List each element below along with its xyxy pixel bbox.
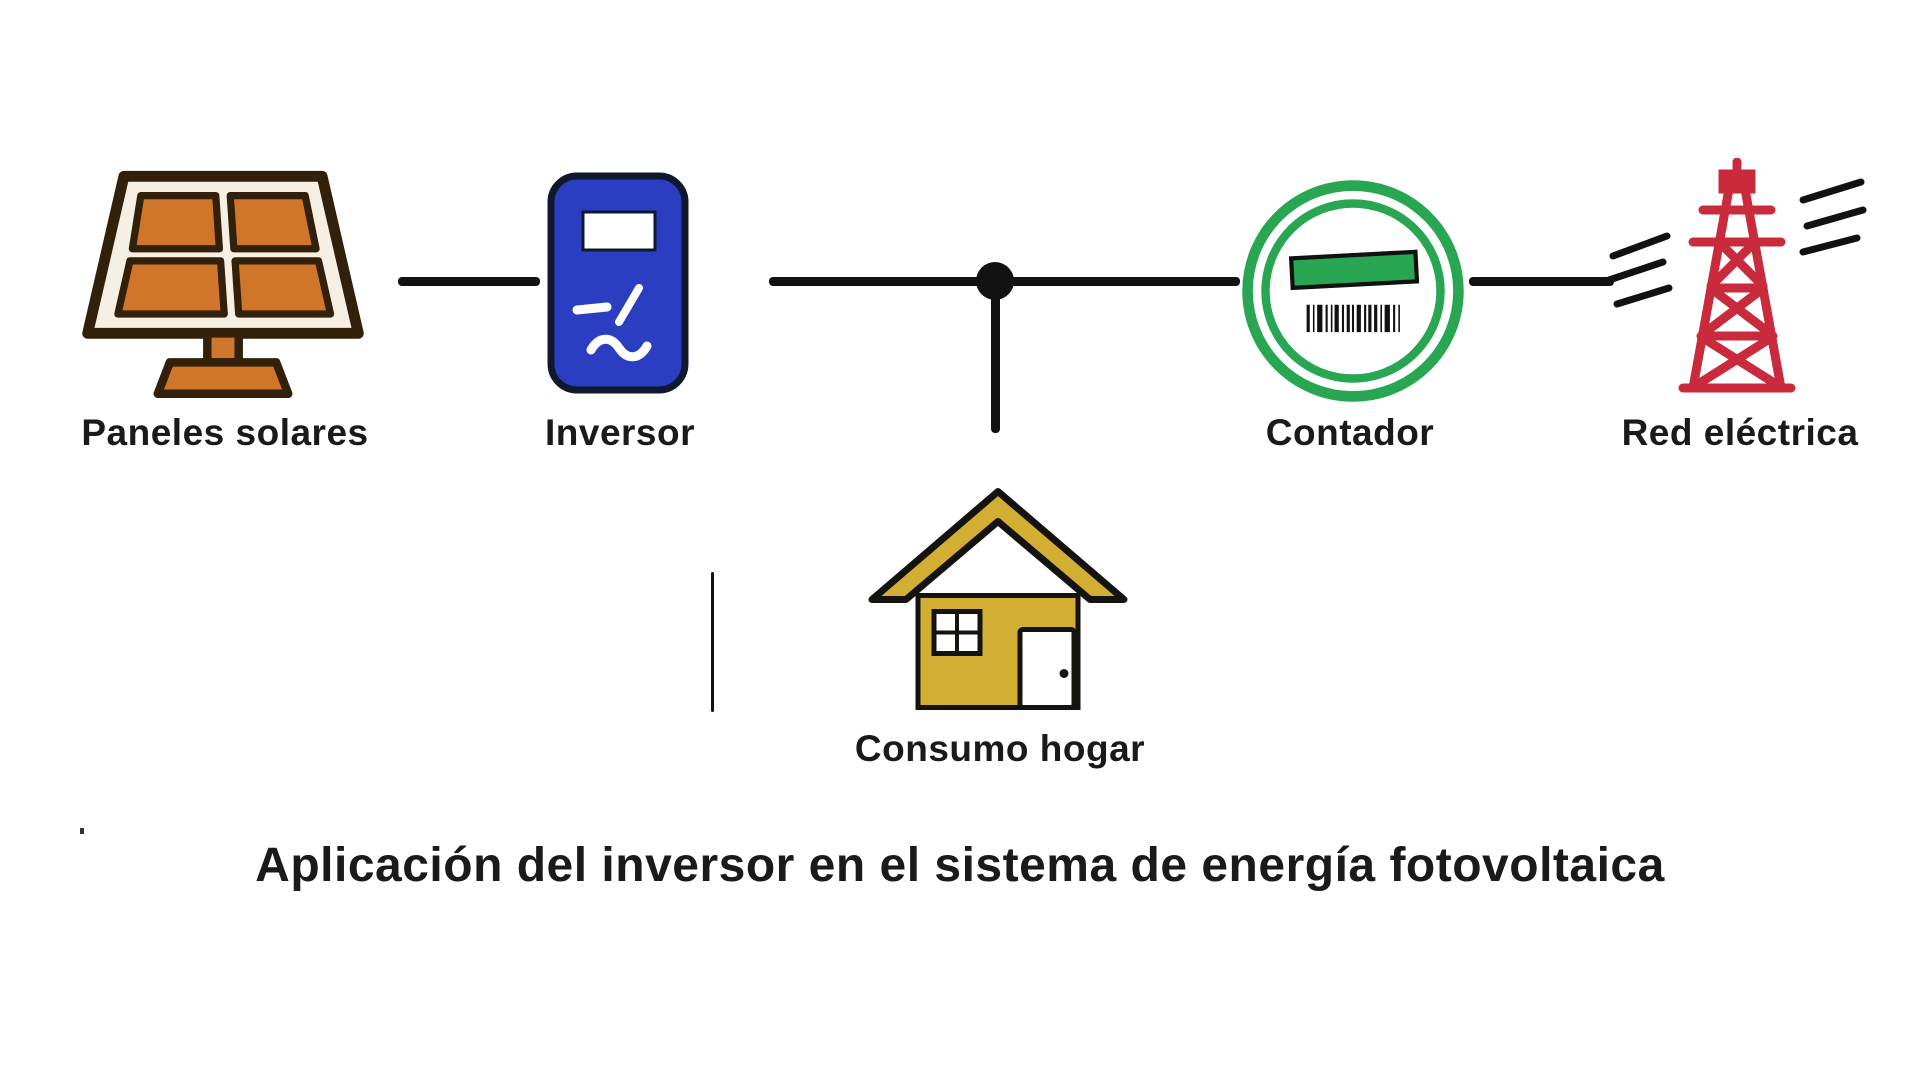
node-power-grid bbox=[1605, 158, 1870, 413]
node-home-consumption bbox=[868, 475, 1128, 720]
house-icon bbox=[868, 488, 1128, 710]
home-consumption-label: Consumo hogar bbox=[854, 728, 1146, 769]
inverter-icon bbox=[547, 172, 689, 394]
connector-inverter-junction bbox=[769, 277, 997, 286]
meter-label: Contador bbox=[1265, 412, 1435, 453]
diagram-title: Aplicación del inversor en el sistema de… bbox=[255, 839, 1665, 892]
emission-lines bbox=[1605, 178, 1867, 308]
connector-junction-home bbox=[991, 281, 1000, 433]
solar-panels-label: Paneles solares bbox=[81, 412, 369, 453]
connector-junction-meter bbox=[998, 277, 1240, 286]
stray-vertical-mark bbox=[711, 572, 714, 712]
node-inverter bbox=[543, 168, 693, 398]
solar-panel-icon bbox=[82, 170, 364, 398]
node-solar-panels bbox=[78, 160, 368, 410]
node-meter bbox=[1237, 175, 1469, 407]
junction-dot bbox=[976, 262, 1014, 300]
inverter-label: Inversor bbox=[544, 412, 695, 453]
stray-dot bbox=[80, 828, 84, 834]
power-tower-icon bbox=[1605, 158, 1867, 393]
connector-meter-grid bbox=[1469, 277, 1614, 286]
meter-icon bbox=[1242, 180, 1464, 402]
power-grid-label: Red eléctrica bbox=[1621, 412, 1859, 453]
connector-panels-inverter bbox=[398, 277, 540, 286]
